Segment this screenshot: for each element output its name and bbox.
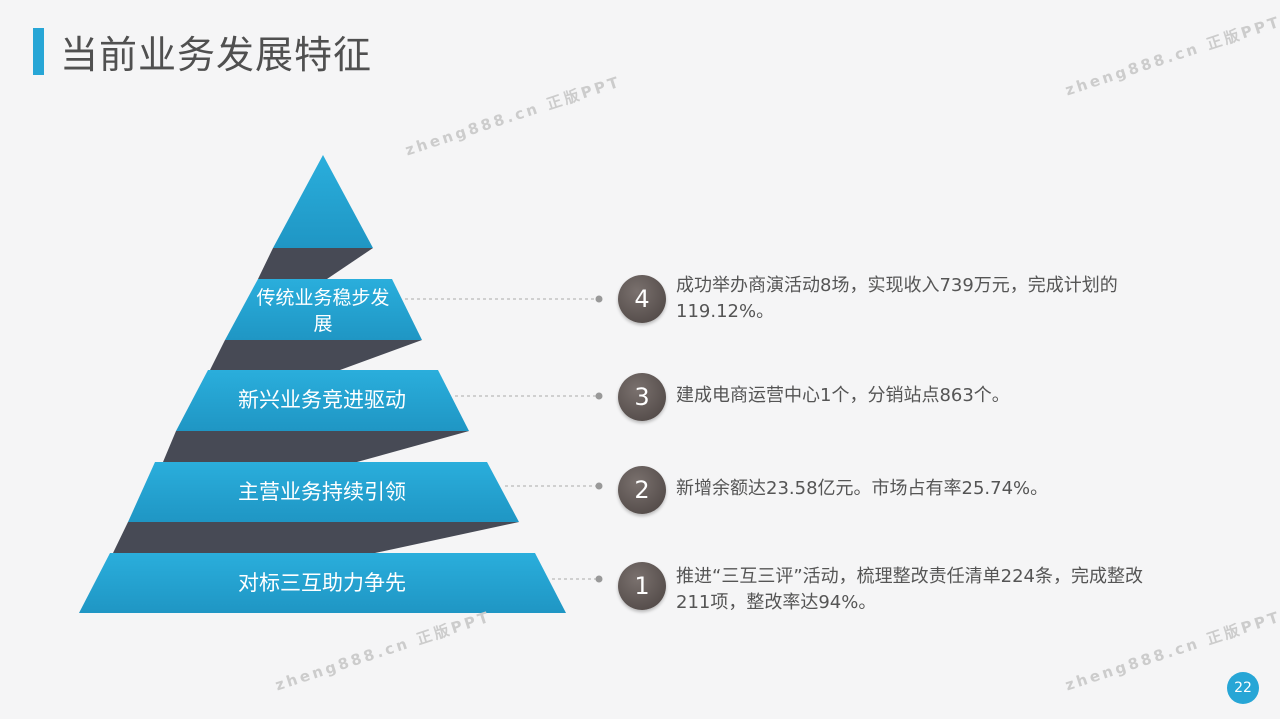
title-accent-bar [33, 28, 44, 75]
tier-label-3: 新兴业务竞进驱动 [238, 388, 406, 412]
description-1: 推进“三互三评”活动，梳理整改责任清单224条，完成整改211项，整改率达94%… [676, 566, 1144, 613]
pyramid-band [113, 522, 519, 553]
tier-label-4: 传统业务稳步发展 [256, 287, 390, 335]
pyramid-tier-4 [225, 279, 422, 340]
tier-label-2: 主营业务持续引领 [238, 480, 406, 504]
pyramid-apex [273, 155, 373, 248]
connector-dot [595, 575, 603, 583]
pyramid-band [163, 431, 469, 462]
connector-dot [595, 392, 603, 400]
page-number: 22 [1227, 672, 1259, 704]
description-2: 新增余额达23.58亿元。市场占有率25.74%。 [676, 478, 1049, 499]
number-badge-4: 4 [618, 275, 666, 323]
connector-dot [595, 482, 603, 490]
number-badge-3: 3 [618, 373, 666, 421]
tier-label-1: 对标三互助力争先 [238, 571, 406, 595]
number-badge-1: 1 [618, 562, 666, 610]
description-4: 成功举办商演活动8场，实现收入739万元，完成计划的119.12%。 [676, 275, 1118, 322]
pyramid-tier-2 [128, 462, 519, 522]
pyramid-tier-1 [79, 553, 566, 613]
number-badge-2: 2 [618, 466, 666, 514]
description-3: 建成电商运营中心1个，分销站点863个。 [676, 385, 1010, 406]
connector-dot [595, 295, 603, 303]
page-title: 当前业务发展特征 [60, 33, 373, 77]
pyramid-band [210, 340, 422, 370]
pyramid-tier-3 [176, 370, 469, 431]
pyramid-band [258, 248, 373, 279]
